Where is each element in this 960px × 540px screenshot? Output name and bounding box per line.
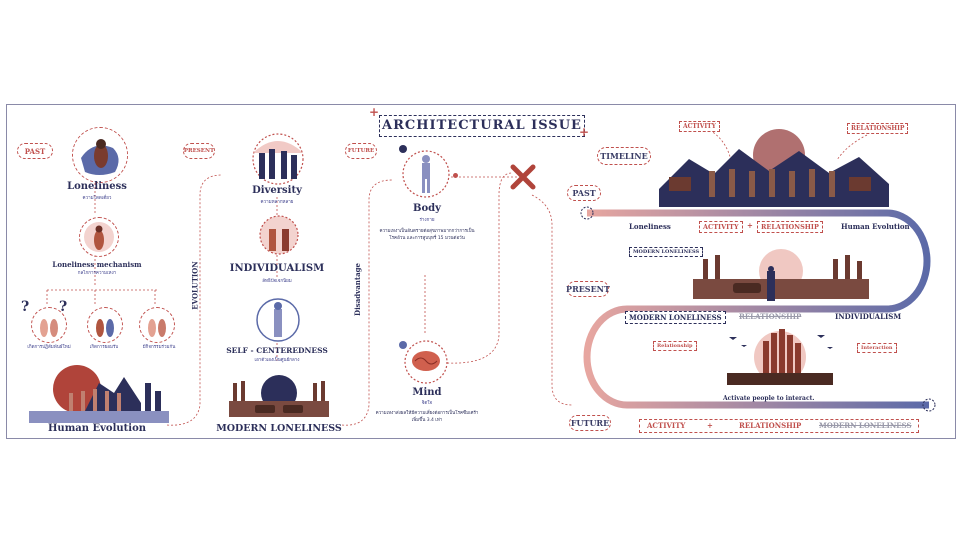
- loneliness-image: [72, 127, 128, 183]
- sub-image-3: [139, 307, 175, 343]
- modern-loneliness-title: MODERN LONELINESS: [216, 423, 342, 434]
- row2-mid: RELATIONSHIP: [739, 312, 802, 321]
- sub-item-label-2: เกิดการยอมรับ: [89, 345, 119, 350]
- relationship-tag: RELATIONSHIP: [847, 123, 909, 134]
- activity-tag: ACTIVITY: [679, 121, 720, 132]
- loneliness-title: Loneliness: [67, 181, 127, 192]
- future-label: FUTURE: [345, 143, 377, 159]
- row1-plus: +: [747, 221, 753, 230]
- sub-item-label-1: เกิดการปฏิสัมพันธ์ใหม่: [27, 345, 71, 350]
- row1-relationship: RELATIONSHIP: [757, 221, 823, 233]
- mind-title: Mind: [412, 387, 442, 398]
- header-box: ARCHITECTURAL ISSUE: [379, 115, 585, 137]
- row3-plus: +: [707, 421, 713, 430]
- page-title: ARCHITECTURAL ISSUE: [382, 118, 582, 133]
- future-scene-image: [727, 329, 833, 385]
- dot-icon: [399, 341, 407, 349]
- future-row-box: [639, 419, 919, 433]
- mind-desc: ความเหงาส่งผลให้มีความเสี่ยงต่อการเป็นโร…: [375, 411, 479, 423]
- timeline-track: [580, 206, 936, 412]
- sub-item-label-3: มีกิจกรรมร่วมกัน: [142, 345, 176, 350]
- mechanism-thai: กลไกการความเหงา: [77, 271, 117, 276]
- timeline-future-label: FUTURE: [569, 415, 611, 431]
- dot-icon: [399, 145, 407, 153]
- disadvantage-label: Disadvantage: [352, 263, 362, 316]
- relationship-small-tag: Relationship: [653, 341, 697, 351]
- question-icon: ?: [59, 299, 68, 315]
- row2-left: MODERN LONELINESS: [625, 311, 726, 324]
- evolution-label: EVOLUTION: [190, 261, 200, 310]
- body-thai: ร่างกาย: [419, 218, 435, 223]
- individualism-title: INDIVIDUALISM: [229, 263, 325, 274]
- present-label: PRESENT: [183, 143, 215, 159]
- poster-board: ARCHITECTURAL ISSUE + + PAST Loneliness …: [6, 104, 956, 439]
- self-centeredness-image: [256, 298, 300, 342]
- row1-activity: ACTIVITY: [699, 221, 743, 233]
- loneliness-thai: ความโดดเดี่ยว: [82, 196, 112, 201]
- mind-thai: จิตใจ: [421, 401, 433, 406]
- body-image: [402, 150, 450, 198]
- present-scene-image: [693, 249, 869, 301]
- mind-image: [404, 340, 448, 384]
- human-evolution-title: Human Evolution: [47, 423, 147, 434]
- dot-icon: [453, 173, 458, 178]
- row3-right: MODERN LONELINESS: [819, 421, 912, 430]
- timeline-past-label: PAST: [567, 185, 601, 201]
- diversity-title: Diversity: [252, 185, 302, 196]
- plus-icon: +: [579, 125, 590, 139]
- modern-loneliness-tag: MODERN LONELINESS: [629, 247, 704, 257]
- row3-activity: ACTIVITY: [647, 421, 686, 430]
- individualism-thai: ลัทธิปัจเจกนิยม: [262, 279, 292, 284]
- mechanism-title: Loneliness mechanism: [52, 260, 142, 269]
- row2-right: INDIVIDUALISM: [835, 312, 902, 321]
- self-centeredness-thai: เอาตัวเองเป็นศูนย์กลาง: [254, 358, 300, 363]
- plus-icon: +: [369, 105, 380, 119]
- body-title: Body: [413, 203, 441, 214]
- past-scene-image: [659, 129, 889, 207]
- interaction-small-tag: Interaction: [857, 343, 897, 353]
- sub-image-1: [31, 307, 67, 343]
- row1-left: Loneliness: [629, 222, 671, 231]
- human-evolution-image: [29, 365, 169, 423]
- modern-loneliness-image: [229, 375, 329, 417]
- diversity-thai: ความหลากหลาย: [260, 200, 294, 205]
- row1-right: Human Evolution: [841, 222, 910, 231]
- past-label: PAST: [17, 143, 53, 159]
- close-icon: [510, 164, 536, 190]
- row3-relationship: RELATIONSHIP: [739, 421, 802, 430]
- body-desc: ความเหงาเป็นอันตรายต่อสุขภาพมากกว่าการเป…: [379, 229, 475, 241]
- mechanism-image: [79, 217, 119, 257]
- individualism-image: [259, 215, 299, 255]
- diversity-image: [252, 133, 304, 185]
- activate-text: Activate people to interact.: [723, 395, 815, 402]
- question-icon: ?: [21, 299, 30, 315]
- timeline-present-label: PRESENT: [566, 281, 610, 297]
- sub-image-2: [87, 307, 123, 343]
- self-centeredness-title: SELF - CENTEREDNESS: [226, 346, 328, 355]
- timeline-label: TIMELINE: [597, 147, 651, 165]
